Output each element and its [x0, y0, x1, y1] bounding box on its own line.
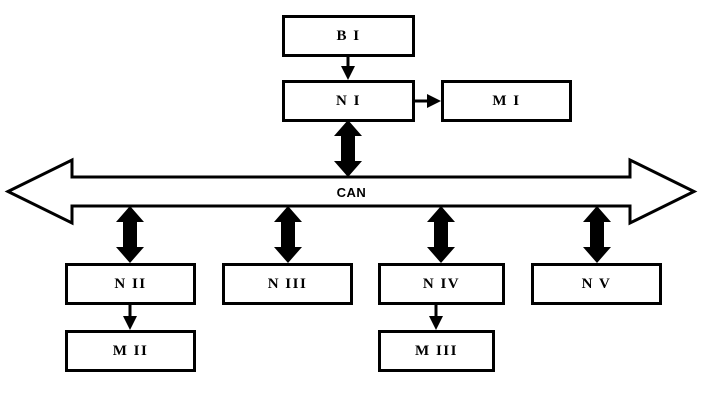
connector-bus-to-n5 — [583, 206, 611, 263]
node-n1[interactable]: N I — [282, 80, 415, 122]
node-n3-label: N III — [267, 275, 308, 292]
node-n4-label: N IV — [422, 275, 461, 292]
connector-bus-to-n2 — [116, 206, 144, 263]
node-b1[interactable]: B I — [282, 15, 415, 57]
node-n2-label: N II — [114, 275, 147, 292]
node-m2-label: M II — [112, 342, 149, 359]
connector-bus-to-n3 — [274, 206, 302, 263]
connector-n2-to-m2 — [123, 305, 137, 330]
connector-n1-to-m1 — [415, 94, 441, 108]
node-m3[interactable]: M III — [378, 330, 495, 372]
node-m1[interactable]: M I — [441, 80, 572, 122]
connector-bus-to-n4 — [427, 206, 455, 263]
connector-n1-to-bus — [334, 120, 362, 177]
connector-b1-to-n1 — [341, 57, 355, 80]
connector-n4-to-m3 — [429, 305, 443, 330]
node-n5[interactable]: N V — [531, 263, 662, 305]
can-bus-label: CAN — [336, 185, 367, 200]
node-m1-label: M I — [492, 92, 521, 109]
node-n3[interactable]: N III — [222, 263, 353, 305]
node-n4[interactable]: N IV — [378, 263, 505, 305]
node-n5-label: N V — [581, 275, 612, 292]
node-n1-label: N I — [336, 92, 361, 109]
node-n2[interactable]: N II — [65, 263, 196, 305]
node-b1-label: B I — [336, 27, 361, 44]
node-m3-label: M III — [415, 342, 458, 359]
node-m2[interactable]: M II — [65, 330, 196, 372]
